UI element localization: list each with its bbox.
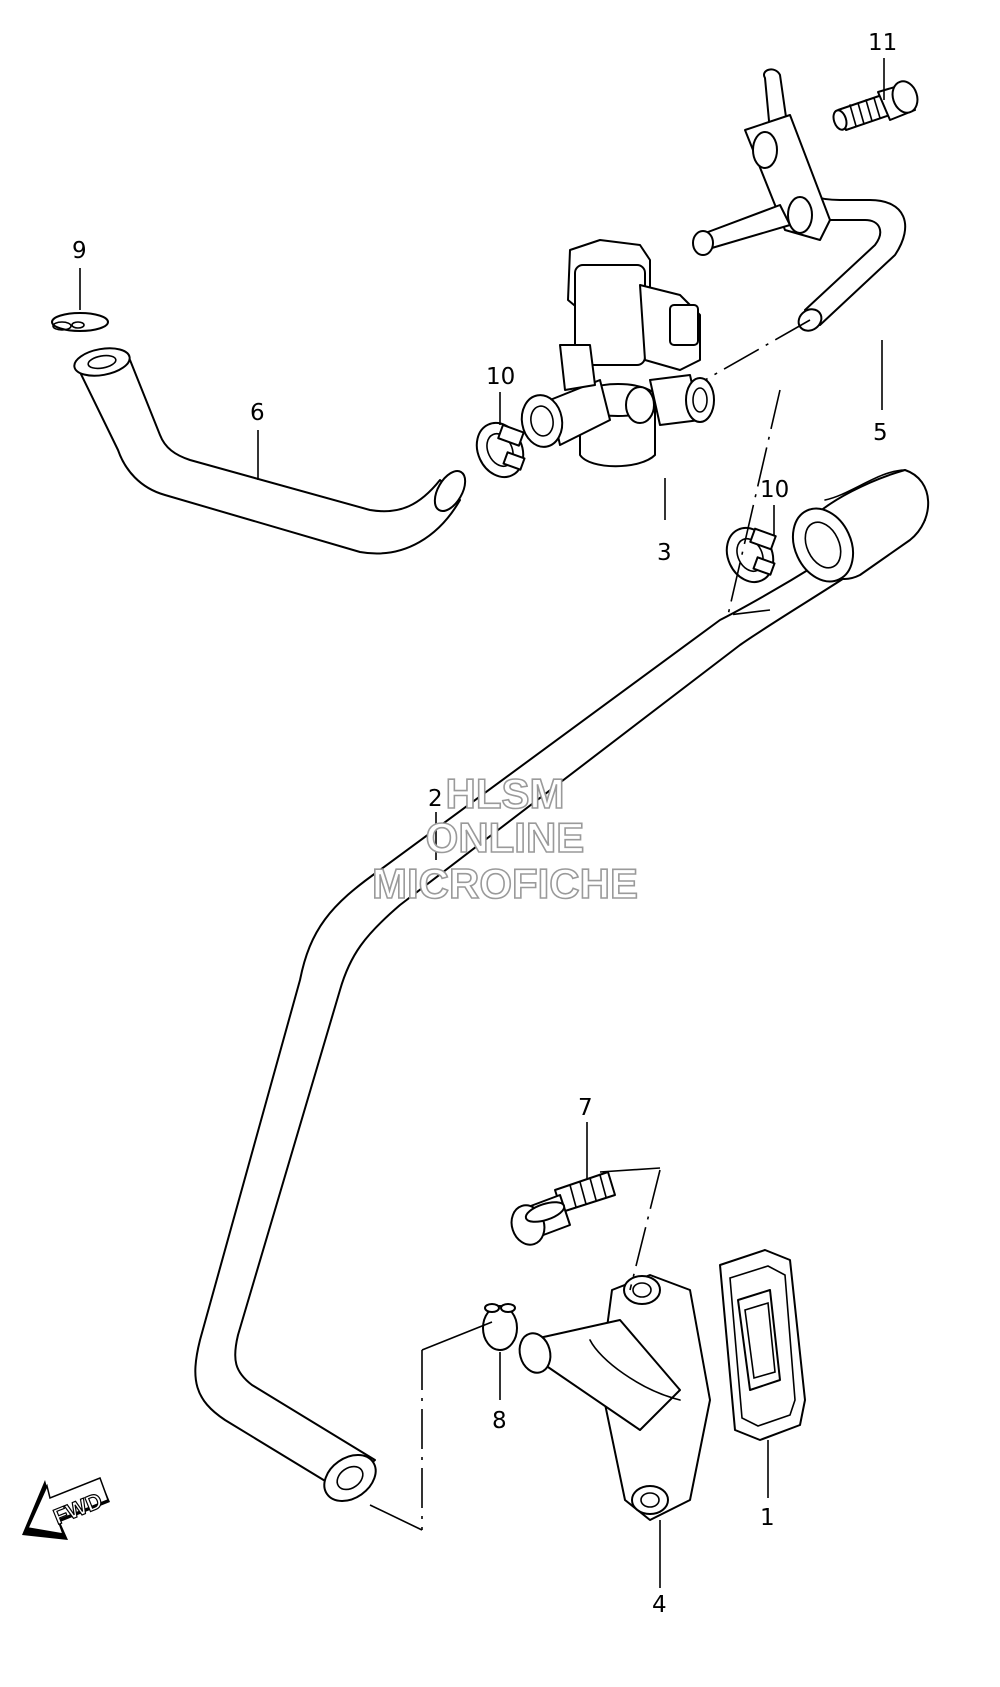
clamp-part-10-right[interactable] — [718, 520, 782, 589]
watermark: HLSM ONLINE MICROFICHE — [371, 769, 639, 908]
watermark-line-1: HLSM — [446, 770, 565, 817]
callout-5: 5 — [873, 420, 888, 446]
callout-10-right: 10 — [760, 477, 789, 503]
oring-part-8[interactable] — [482, 1303, 518, 1351]
callout-4: 4 — [652, 1592, 667, 1618]
hose-part-6[interactable] — [72, 344, 471, 555]
callout-9: 9 — [72, 238, 87, 264]
bolt-part-11[interactable] — [831, 78, 921, 131]
clip-part-9[interactable] — [51, 312, 109, 332]
watermark-line-3: MICROFICHE — [372, 860, 638, 907]
watermark-line-2: ONLINE — [426, 814, 585, 861]
leader-lines — [79, 58, 885, 1588]
valve-part-3[interactable] — [518, 239, 715, 468]
gasket-part-1[interactable] — [719, 1249, 806, 1441]
callout-1: 1 — [760, 1505, 775, 1531]
cover-part-4[interactable] — [515, 1274, 711, 1521]
callout-3: 3 — [657, 540, 672, 566]
callout-7: 7 — [578, 1095, 593, 1121]
callout-6: 6 — [250, 400, 265, 426]
clamp-part-10-left[interactable] — [468, 415, 532, 484]
callout-2: 2 — [428, 786, 443, 812]
callout-11: 11 — [868, 30, 897, 56]
callout-10-left: 10 — [486, 364, 515, 390]
callout-8: 8 — [492, 1408, 507, 1434]
hose-part-2[interactable] — [194, 469, 928, 1510]
callout-labels: 9 6 10 3 5 10 11 2 7 8 1 4 — [72, 30, 897, 1618]
assembly-lines — [369, 319, 811, 1531]
bolt-part-7[interactable] — [507, 1171, 616, 1249]
hose-part-2-upper-end[interactable] — [782, 469, 930, 591]
fwd-arrow-icon: FWD — [22, 1477, 110, 1540]
